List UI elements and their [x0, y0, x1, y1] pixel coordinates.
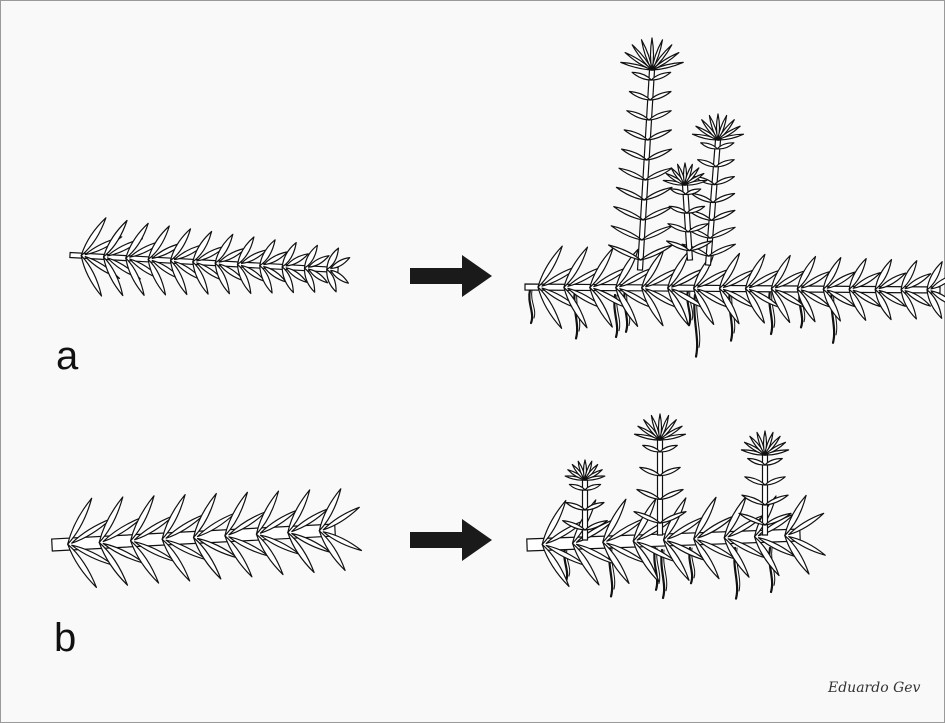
plant-b-after — [527, 414, 825, 599]
panel-label-a: a — [56, 336, 78, 376]
panel-label-b: b — [54, 618, 76, 658]
plant-a-before — [70, 218, 350, 296]
right-arrow-icon — [410, 519, 492, 561]
plant-b-before — [52, 489, 362, 588]
artist-signature: Eduardo Gev — [828, 680, 920, 696]
right-arrow-icon — [410, 255, 492, 297]
plant-a-after — [525, 38, 945, 357]
